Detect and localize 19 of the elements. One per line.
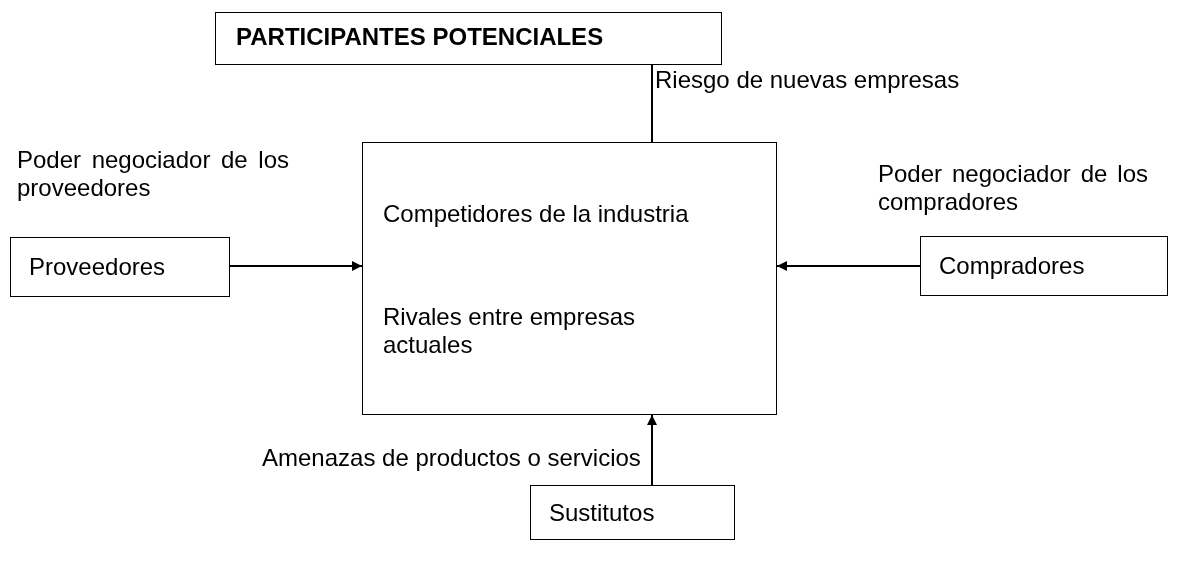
edge-label: Poder negociador de los compradores [878,160,1148,216]
box-heading: Competidores de la industria [383,200,689,228]
text-box [920,236,1168,296]
box-text: Rivales entre empresas actuales [383,303,637,359]
box-heading: Proveedores [29,253,166,281]
edge-label: Riesgo de nuevas empresas [655,66,961,94]
box-heading: Sustitutos [549,499,655,527]
edge-label: Amenazas de productos o servicios [262,444,642,472]
text-box [530,485,735,540]
text-box [362,142,777,415]
edge-label: Poder negociador de los proveedores [17,146,289,202]
arrow [229,261,363,271]
box-heading: PARTICIPANTES POTENCIALES [236,23,604,51]
connector-line [651,64,653,143]
text-box [215,12,722,65]
box-heading: Compradores [939,252,1085,280]
arrow [647,414,657,486]
arrow [776,261,921,271]
text-box [10,237,230,297]
